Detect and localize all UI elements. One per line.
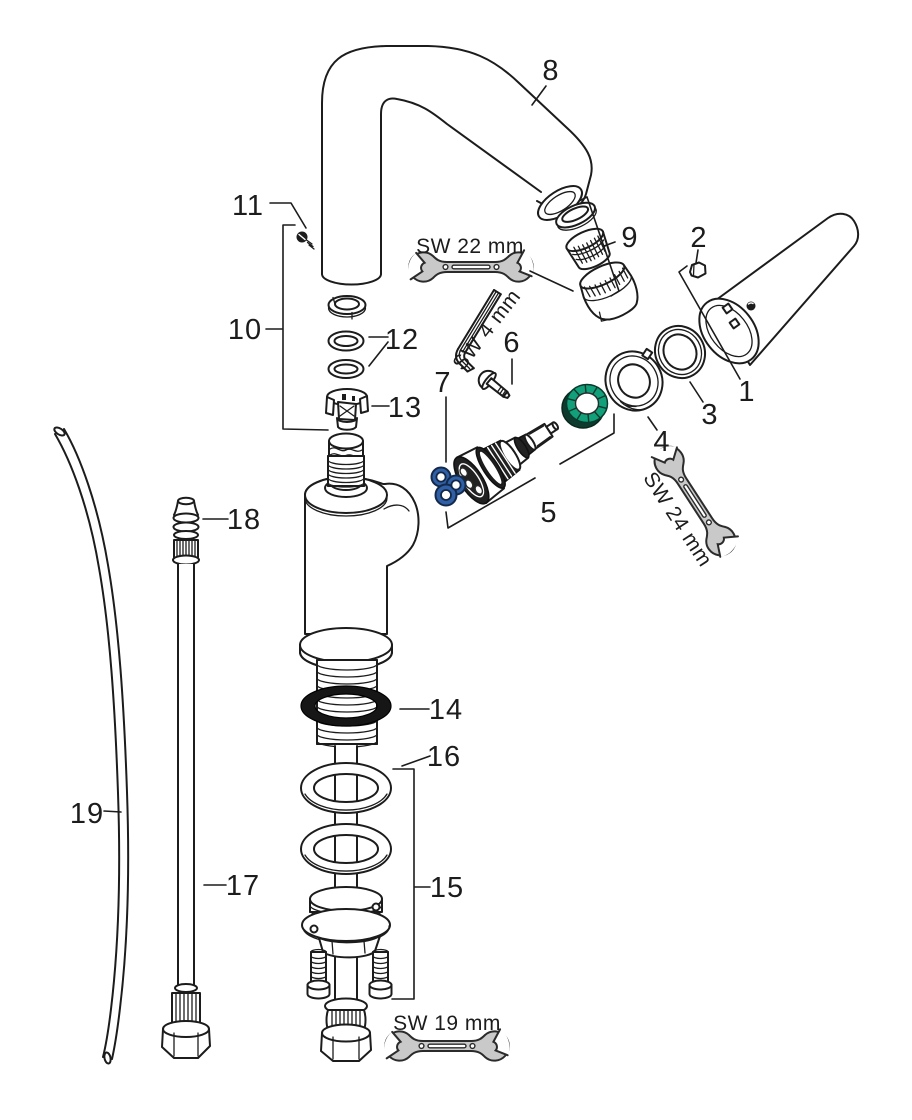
threaded-base (316, 659, 378, 748)
leader-15 (391, 768, 431, 1000)
hex-key-icon (455, 289, 502, 373)
part-label-18: 18 (227, 504, 261, 536)
part-label-1: 1 (738, 376, 755, 408)
part-label-10: 10 (228, 314, 262, 346)
faucet-body (304, 455, 420, 635)
guide-insert (325, 388, 369, 431)
leader-wrench-22 (529, 270, 574, 292)
part-label-11: 11 (232, 190, 264, 222)
flexible-hose (161, 496, 211, 1059)
leader-3 (689, 381, 704, 403)
metal-washer-lower (300, 823, 392, 875)
grub-screw-small (296, 231, 315, 250)
wrench-19mm-label: SW 19 mm (393, 1012, 501, 1035)
leader-2 (695, 249, 699, 264)
handle (698, 212, 860, 366)
o-ring-upper (327, 330, 365, 352)
curved-supply-pipe (53, 426, 130, 1065)
leader-16 (401, 755, 431, 767)
handle-plug (689, 261, 707, 279)
part-label-8: 8 (542, 55, 559, 87)
spout (321, 45, 593, 286)
mounting-flange-nut (301, 886, 391, 959)
o-ring-lower (327, 359, 365, 379)
part-label-12: 12 (385, 324, 419, 356)
mounting-bolt-left (306, 948, 331, 1000)
wrench-22mm-label: SW 22 mm (416, 235, 524, 258)
part-label-7: 7 (434, 367, 451, 399)
aerator-assembly (555, 201, 639, 322)
leader-8 (531, 85, 547, 106)
spout-collar-ring (327, 295, 367, 320)
part-label-5: 5 (540, 497, 557, 529)
spacer-ring (653, 324, 707, 380)
seal-gasket-blue (430, 466, 467, 507)
leader-5 (445, 413, 615, 529)
part-label-14: 14 (429, 694, 463, 726)
part-label-9: 9 (621, 222, 638, 254)
part-label-16: 16 (427, 741, 461, 773)
part-label-4: 4 (653, 426, 670, 458)
leader-11 (269, 202, 307, 229)
cartridge-screw (477, 369, 511, 399)
cartridge-nut (604, 347, 664, 412)
shank-tube (334, 745, 358, 1008)
rubber-washer-upper (300, 762, 392, 814)
part-label-19: 19 (70, 798, 104, 830)
leader-4 (647, 416, 658, 431)
leader-9 (578, 196, 620, 297)
leader-19 (103, 810, 122, 813)
part-label-15: 15 (430, 872, 464, 904)
part-number-labels: 8 9 2 1 3 4 5 6 7 10 11 12 13 14 15 16 1… (70, 55, 755, 904)
leader-1 (678, 265, 741, 380)
part-label-13: 13 (388, 392, 422, 424)
cartridge (453, 421, 560, 505)
part-label-6: 6 (503, 327, 520, 359)
body-hose-connector (320, 997, 372, 1062)
leader-lines (103, 85, 741, 1000)
part-label-3: 3 (701, 399, 718, 431)
mounting-bolt-right (368, 948, 393, 1000)
part-label-2: 2 (690, 222, 707, 254)
cartridge-spline-ring (561, 383, 609, 429)
base-gasket-black (300, 685, 392, 727)
part-label-17: 17 (226, 870, 260, 902)
leader-12 (368, 336, 389, 367)
leader-10 (265, 224, 329, 431)
